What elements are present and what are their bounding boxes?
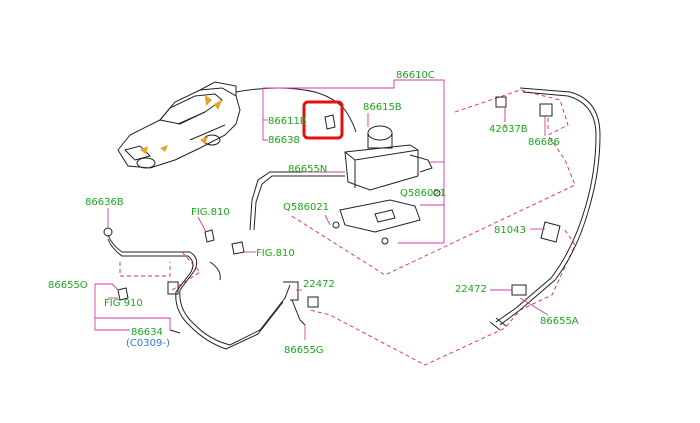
leader-lines-left <box>94 208 306 340</box>
label-86636b: 86636B <box>85 197 124 208</box>
label-86611b: 86611B <box>268 116 307 127</box>
label-q586021-left: Q586021 <box>283 202 329 213</box>
leader-lines-right <box>490 107 549 316</box>
leader-lines-upper <box>262 79 445 244</box>
label-22472-left: 22472 <box>303 279 335 290</box>
label-c0309: (C0309-) <box>126 338 170 349</box>
right-cable <box>489 87 601 331</box>
washer-tank-assembly <box>332 125 441 245</box>
label-42037b: 42037B <box>489 124 528 135</box>
label-fig810-right: FIG.810 <box>256 248 295 259</box>
label-86634: 86634 <box>131 327 163 338</box>
label-86686: 86686 <box>528 137 560 148</box>
pump-part <box>324 114 336 130</box>
label-22472-right: 22472 <box>455 284 487 295</box>
label-fig810-top: FIG.810 <box>191 207 230 218</box>
label-86610c: 86610C <box>396 70 435 81</box>
label-86655n: 86655N <box>288 164 327 175</box>
car-illustration <box>117 81 241 169</box>
label-86655o: 86655O <box>48 280 88 291</box>
highlight-box <box>302 100 344 140</box>
dashed-outline <box>289 89 576 366</box>
label-q586021-right: Q586021 <box>400 188 446 199</box>
part-labels: 86610C 86615B 86611B 86638 86655N Q58602… <box>48 70 579 356</box>
left-dashed-box <box>119 251 201 291</box>
label-86615b: 86615B <box>363 102 402 113</box>
label-fig910: FIG 910 <box>104 298 143 309</box>
label-86655a: 86655A <box>540 316 579 327</box>
label-86638: 86638 <box>268 135 300 146</box>
label-86655g: 86655G <box>284 345 324 356</box>
label-81043: 81043 <box>494 225 526 236</box>
tank-hose <box>249 171 345 231</box>
